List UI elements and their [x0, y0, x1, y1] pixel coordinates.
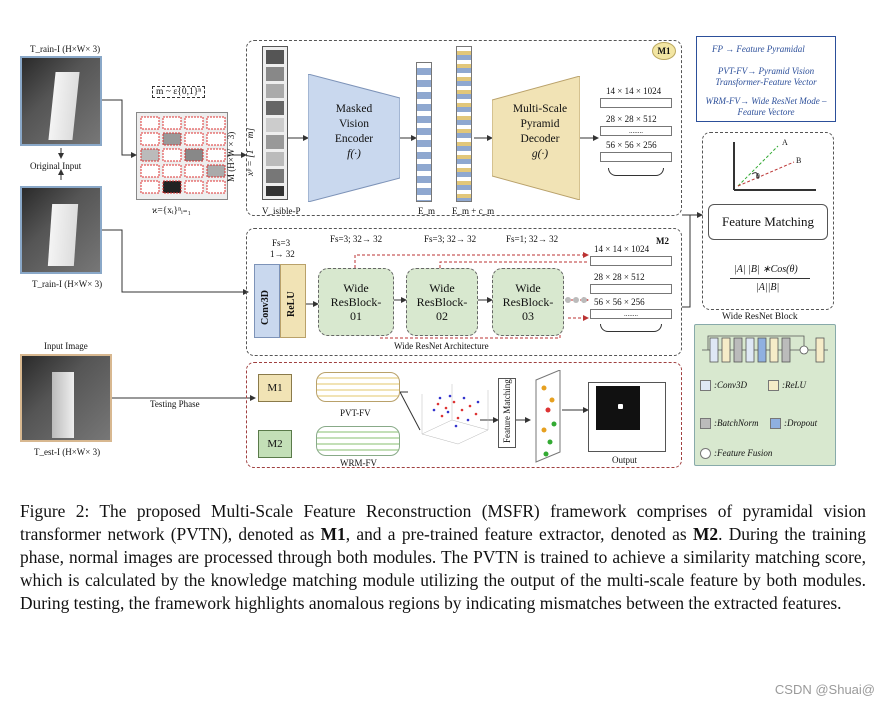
wrb-legend-dropout: :Dropout: [770, 418, 817, 430]
em-label: E_m: [418, 206, 435, 216]
figure-caption: Figure 2: The proposed Multi-Scale Featu…: [20, 501, 866, 613]
wrm-fv-vector: [316, 426, 400, 456]
m2-bar-1: [590, 256, 672, 266]
testing-region: [246, 362, 682, 468]
m2-region: [246, 228, 682, 356]
m1-badge: M1: [652, 42, 676, 60]
wrb-title: Wide ResNet Block: [722, 312, 798, 322]
connectors: [58, 99, 703, 431]
fs-label-3: Fs=3; 32→ 32: [424, 234, 477, 244]
wrb-legend-fusion: :Feature Fusion: [700, 448, 772, 460]
legend-wrm: WRM-FV→ Wide ResNet Mode – Feature Vecto…: [705, 96, 827, 117]
emc-column: [456, 46, 472, 202]
patch-set-label: ϰ={xᵢ}ⁿᵢ₌₁: [152, 206, 191, 216]
m1-brace: [608, 168, 664, 176]
wide-resblock-03: Wide ResBlock-03: [492, 268, 564, 336]
wrm-fv-label: WRM-FV: [340, 458, 378, 468]
fs-label-1: Fs=3: [272, 238, 291, 248]
angle-a-label: A: [782, 138, 788, 147]
formula-denominator: |A||B|: [756, 282, 780, 293]
visible-label: V_isible-P: [262, 206, 301, 216]
output-label: Output: [612, 455, 638, 465]
m1-bar-2: ........: [600, 126, 672, 136]
wrb-legend-conv3d: :Conv3D: [700, 380, 747, 392]
original-input-label: Original Input: [30, 161, 82, 171]
fs-label-4: Fs=1; 32→ 32: [506, 234, 559, 244]
m2-scale-3: 56 × 56 × 256: [594, 297, 645, 307]
formula-numerator: |A| |B| ∗Cos(θ): [734, 264, 798, 275]
wide-arch-label: Wide ResNet Architecture: [394, 341, 489, 351]
feature-matching-box: Feature Matching: [708, 204, 828, 240]
m2-scale-2: 28 × 28 × 512: [594, 272, 645, 282]
pvt-fv-label: PVT-FV: [340, 408, 371, 418]
caption-m1: M1: [320, 524, 346, 544]
test-photo: [20, 354, 112, 442]
wide-resblock-01: Wide ResBlock-01: [318, 268, 394, 336]
csdn-watermark: CSDN @Shuai@: [774, 682, 875, 697]
train-label-top: T_rain-I (H×W× 3): [30, 44, 101, 54]
mask-label: m ~ ε{0,1}ⁿ: [152, 86, 206, 98]
legend-box: [696, 36, 836, 122]
m2-bar-2: [590, 284, 672, 294]
wrb-legend-relu: :ReLU: [768, 380, 806, 392]
wrb-legend-batchnorm: :BatchNorm: [700, 418, 759, 430]
emc-label: E_m + c_m: [452, 206, 495, 216]
m2-scale-1: 14 × 14 × 1024: [594, 244, 650, 254]
multiscale-pyramid-decoder: [492, 76, 580, 200]
theta-label: θ: [756, 172, 760, 181]
angle-diagram: [733, 142, 816, 191]
input-image-label: Input Image: [44, 341, 88, 351]
m1-scale-1: 14 × 14 × 1024: [606, 86, 662, 96]
m2-cube: M2: [258, 430, 292, 458]
em-column: [416, 62, 432, 202]
masked-vision-encoder: [308, 74, 400, 202]
m1-region: [246, 40, 682, 216]
scatter-3d-plot: [421, 384, 489, 445]
testing-phase-label: Testing Phase: [150, 399, 200, 409]
masked-patch-grid: [136, 112, 228, 200]
matching-plane: [535, 370, 561, 463]
m1-scale-3: 56 × 56 × 256: [606, 140, 657, 150]
test-label: T_est-I (H×W× 3): [34, 447, 101, 457]
train-photo-top: [20, 56, 102, 146]
legend-pvt: PVT-FV→ Pyramid Vision Transformer-Featu…: [715, 66, 817, 87]
xp-label: xᵖ = [1 − m]: [246, 127, 256, 176]
m1-scale-2: 28 × 28 × 512: [606, 114, 657, 124]
relu-block: ReLU: [280, 264, 306, 338]
angle-b-label: B: [796, 156, 802, 165]
figure: T_rain-I (H×W× 3) Original Input T_rain-…: [20, 36, 836, 468]
feature-matching-panel: [702, 132, 834, 310]
m2-bar-3: ........: [590, 309, 672, 319]
pvt-fv-vector: [316, 372, 400, 402]
fs-label-1b: 1→ 32: [270, 249, 295, 259]
visible-patches: [262, 46, 288, 200]
train-photo-bottom: [20, 186, 102, 274]
conv3d-block: Conv3D: [254, 264, 280, 338]
feature-matching-vertical: Feature Matching: [498, 378, 516, 448]
m2-badge: M2: [656, 236, 669, 246]
wide-resblock-02: Wide ResBlock-02: [406, 268, 478, 336]
train-label-bottom: T_rain-I (H×W× 3): [32, 279, 103, 289]
m2-brace: [600, 324, 662, 332]
m1-cube: M1: [258, 374, 292, 402]
wrb-diagram: [702, 335, 828, 363]
formula-line: [730, 278, 810, 279]
m1-bar-1: [600, 98, 672, 108]
m1-bar-3: [600, 152, 672, 162]
legend-fp: FP → Feature Pyramidal: [712, 44, 805, 54]
caption-m2: M2: [692, 524, 719, 544]
output-map: [596, 386, 640, 430]
fs-label-2: Fs=3; 32→ 32: [330, 234, 383, 244]
